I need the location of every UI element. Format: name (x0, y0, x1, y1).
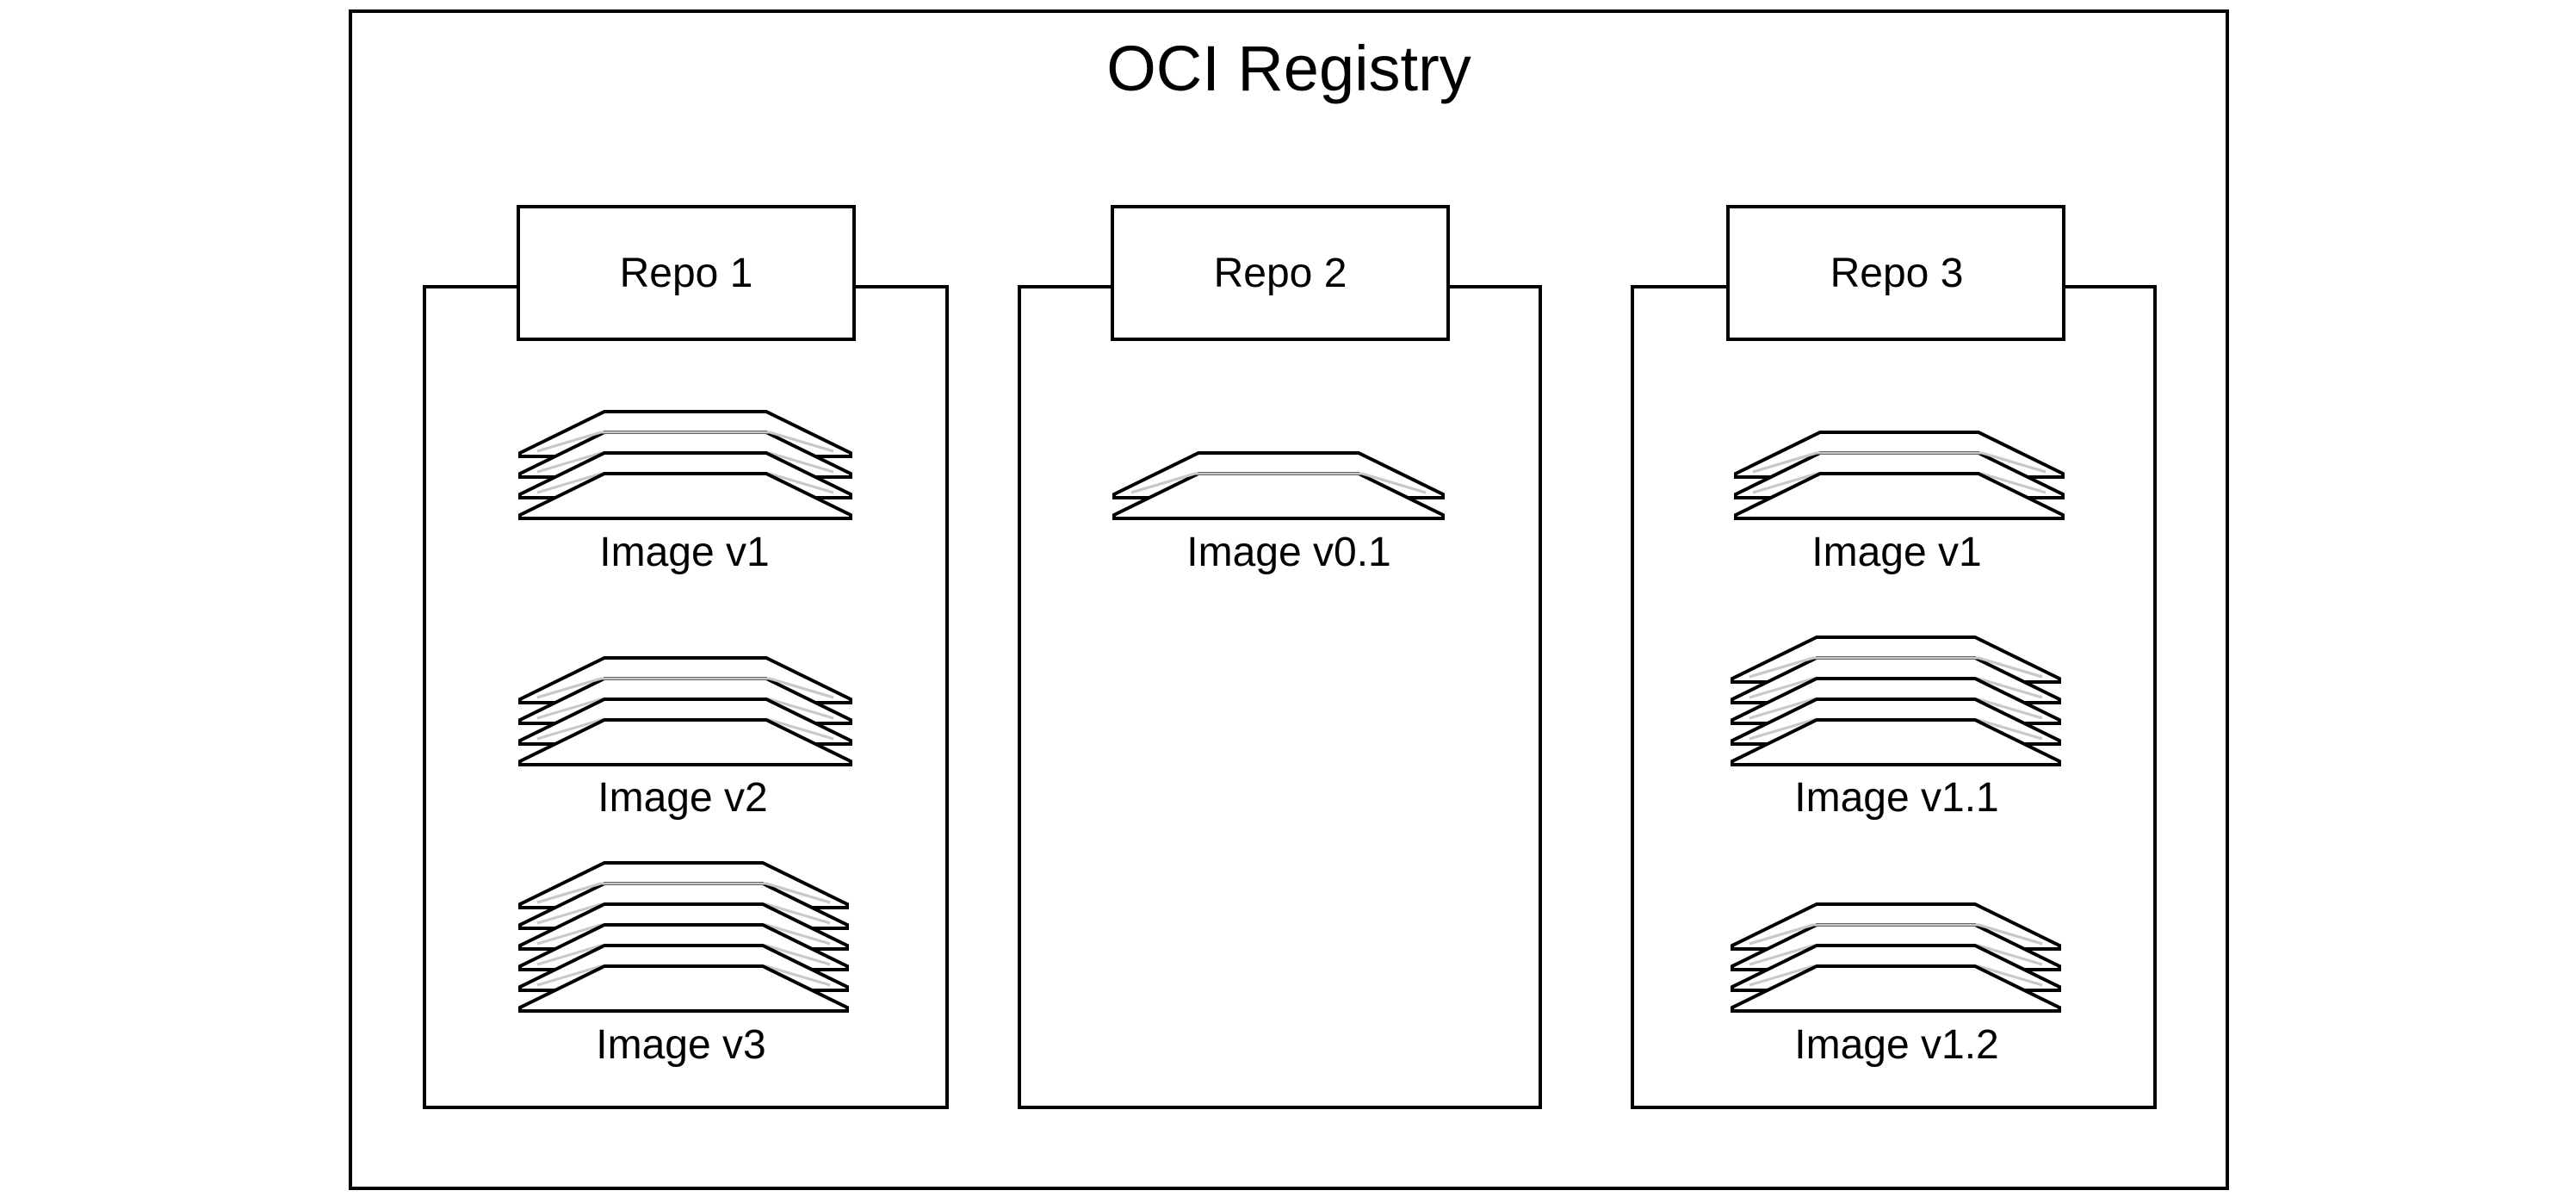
repo-tab (517, 205, 856, 341)
image-layer (1734, 472, 2065, 520)
repo-frame (423, 285, 949, 1109)
image-label: Image v0.1 (1186, 530, 1390, 575)
image-layer (1731, 718, 2061, 766)
image-stack: Image v1 (518, 410, 852, 575)
image-layer-inner (536, 677, 834, 699)
image-stack: Image v1.1 (1731, 636, 2061, 821)
image-stack: Image v2 (518, 656, 852, 821)
repo-frame (1018, 285, 1542, 1109)
repo-3-container: Repo 3 (1631, 205, 2157, 1109)
image-stack: Image v0.1 (1112, 451, 1445, 575)
repo-frame (1631, 285, 2157, 1109)
image-label: Image v1 (599, 530, 769, 575)
repo-label: Repo 3 (1830, 251, 1964, 296)
image-label: Image v1 (1811, 530, 1981, 575)
image-label: Image v3 (596, 1022, 765, 1068)
repo-tab (1111, 205, 1450, 341)
image-stack: Image v3 (518, 861, 849, 1068)
repo-label: Repo 1 (620, 251, 753, 296)
image-stack: Image v1 (1734, 431, 2065, 575)
image-layer (518, 718, 852, 766)
registry-title: OCI Registry (1106, 33, 1471, 104)
image-layer-inner (536, 431, 834, 453)
image-stack: Image v1.2 (1731, 902, 2061, 1068)
registry-box (349, 9, 2229, 1190)
image-label: Image v2 (598, 775, 767, 821)
repo-label: Repo 2 (1214, 251, 1347, 296)
image-label: Image v1.1 (1794, 775, 1998, 821)
repo-2-container: Repo 2 (1018, 205, 1542, 1109)
image-layer-inner (1752, 451, 2047, 474)
image-layer-inner (1130, 472, 1427, 494)
image-label: Image v1.2 (1794, 1022, 1998, 1068)
image-layer-inner (1749, 656, 2043, 679)
image-layer (518, 472, 852, 520)
repo-tab (1726, 205, 2065, 341)
image-layer (518, 964, 849, 1013)
image-layer-inner (1749, 923, 2043, 946)
repo-1-container: Repo 1 (423, 205, 949, 1109)
image-layer (1731, 964, 2061, 1013)
image-layer-inner (536, 882, 831, 904)
